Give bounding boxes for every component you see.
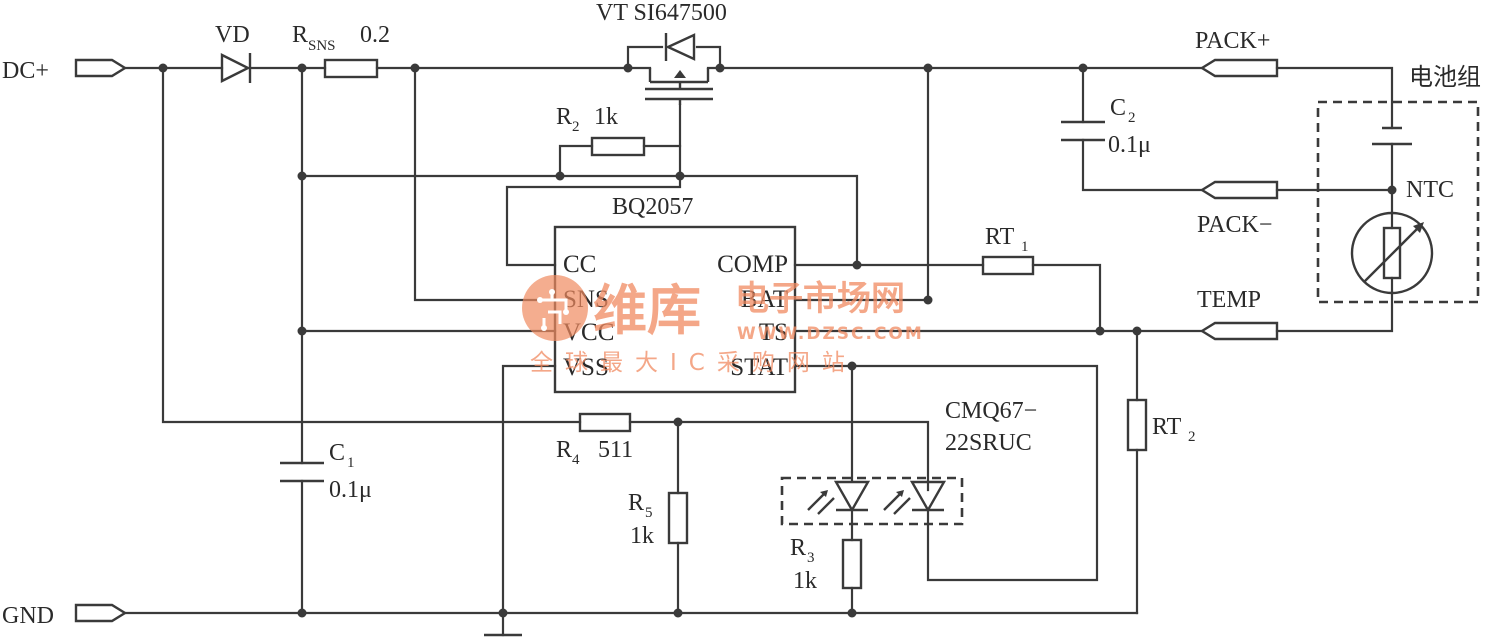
svg-text:DC+: DC+: [2, 58, 49, 84]
diode-vd: VD: [215, 22, 252, 83]
resistor-rt2: RT 2: [1126, 398, 1196, 452]
terminal-gnd: GND: [2, 603, 128, 629]
svg-text:PACK−: PACK−: [1197, 212, 1272, 238]
svg-text:0.1μ: 0.1μ: [329, 477, 372, 503]
svg-text:511: 511: [598, 437, 633, 463]
capacitor-c1: C 1 0.1μ: [280, 440, 372, 503]
battery-pack: 电池组 NTC: [1316, 63, 1481, 304]
terminal-dc-plus: DC+: [2, 58, 128, 84]
resistor-r2: R 2 1k: [556, 104, 646, 157]
svg-text:1k: 1k: [594, 104, 618, 130]
svg-text:VT SI647500: VT SI647500: [596, 0, 727, 26]
svg-text:22SRUC: 22SRUC: [945, 430, 1032, 456]
resistor-r5: R 5 1k: [628, 490, 689, 549]
mosfet-vt: VT SI647500: [596, 0, 727, 105]
svg-text:2: 2: [1188, 429, 1196, 445]
terminal-pack-minus: PACK−: [1197, 180, 1279, 238]
svg-text:NTC: NTC: [1406, 177, 1454, 203]
pin-comp: COMP: [717, 251, 788, 278]
svg-text:R: R: [556, 437, 572, 463]
svg-text:维库: 维库: [593, 279, 701, 342]
terminal-pack-plus: PACK+: [1195, 28, 1279, 78]
svg-text:1k: 1k: [793, 568, 817, 594]
terminal-temp: TEMP: [1197, 287, 1279, 341]
svg-text:电子市场网: 电子市场网: [735, 279, 905, 319]
resistor-rt1: RT 1: [981, 224, 1035, 276]
led-package: CMQ67− 22SRUC: [780, 398, 1037, 526]
svg-text:TEMP: TEMP: [1197, 287, 1261, 313]
ic-name: BQ2057: [612, 194, 693, 220]
capacitor-c2: C 2 0.1μ: [1061, 95, 1151, 158]
svg-text:1k: 1k: [630, 523, 654, 549]
svg-text:R: R: [628, 490, 644, 516]
svg-text:0.2: 0.2: [360, 22, 390, 48]
wires: [123, 45, 1394, 637]
pin-ts: TS: [759, 319, 788, 346]
svg-text:VD: VD: [215, 22, 250, 48]
svg-text:C: C: [1110, 95, 1126, 121]
resistor-rsns: R SNS 0.2: [292, 22, 390, 79]
svg-text:GND: GND: [2, 603, 54, 629]
svg-text:电池组: 电池组: [1409, 63, 1481, 91]
watermark-logo-icon: [522, 275, 588, 341]
svg-text:WWW.DZSC.COM: WWW.DZSC.COM: [737, 324, 924, 344]
svg-text:RT: RT: [985, 224, 1015, 250]
pin-bat: BAT: [741, 286, 788, 313]
junction-dots: [158, 63, 1397, 618]
svg-text:0.1μ: 0.1μ: [1108, 132, 1151, 158]
svg-text:1: 1: [1021, 239, 1029, 255]
resistor-r4: R 4 511: [556, 412, 633, 468]
svg-text:SNS: SNS: [308, 38, 336, 54]
svg-text:PACK+: PACK+: [1195, 28, 1270, 54]
pin-cc: CC: [563, 251, 596, 278]
svg-text:R: R: [790, 535, 806, 561]
pin-stat: STAT: [730, 354, 788, 381]
svg-text:3: 3: [807, 550, 815, 566]
svg-text:C: C: [329, 440, 345, 466]
svg-text:2: 2: [1128, 110, 1136, 126]
ntc-thermistor: [1350, 211, 1434, 295]
svg-text:4: 4: [572, 452, 580, 468]
svg-text:R: R: [556, 104, 572, 130]
svg-text:R: R: [292, 22, 308, 48]
svg-text:全球最大IC采购网站: 全球最大IC采购网站: [530, 350, 857, 376]
svg-text:2: 2: [572, 119, 580, 135]
svg-text:RT: RT: [1152, 414, 1182, 440]
svg-text:CMQ67−: CMQ67−: [945, 398, 1037, 424]
svg-text:5: 5: [645, 505, 653, 521]
svg-text:1: 1: [347, 455, 355, 471]
resistor-r3: R 3 1k: [790, 535, 863, 594]
watermark: 维库 电子市场网 WWW.DZSC.COM 全球最大IC采购网站: [522, 275, 924, 376]
pin-vss: VSS: [563, 354, 609, 381]
